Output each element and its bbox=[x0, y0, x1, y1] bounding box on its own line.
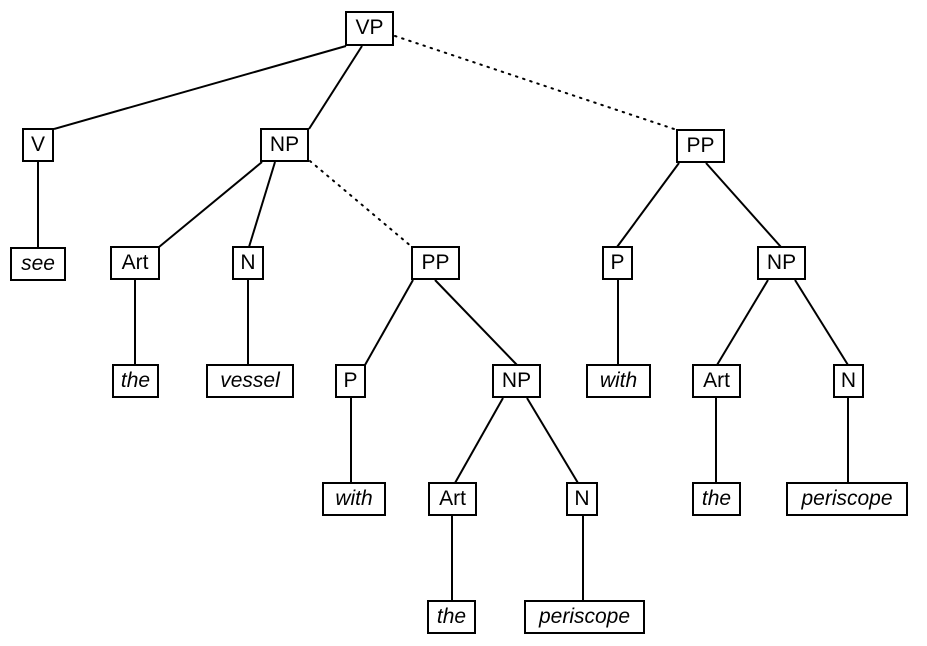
tree-edge-np_right-to-art_right bbox=[716, 279, 769, 366]
node-label: vessel bbox=[220, 368, 280, 392]
leaf-node-see: see bbox=[10, 247, 66, 281]
tree-edge-pp_right-to-np_right bbox=[705, 162, 782, 248]
category-node-art_mid: Art bbox=[428, 482, 477, 516]
tree-edge-np_mid-to-art_mid bbox=[454, 397, 504, 484]
node-label: VP bbox=[355, 16, 384, 39]
category-node-pp_right: PP bbox=[676, 129, 725, 163]
node-label: the bbox=[120, 368, 151, 392]
tree-edge-np1-to-pp_mid bbox=[309, 160, 413, 248]
node-label: Art bbox=[703, 368, 730, 392]
node-label: PP bbox=[421, 250, 450, 274]
tree-edge-np1-to-n1 bbox=[248, 161, 276, 248]
node-label: with bbox=[335, 486, 373, 510]
node-label: N bbox=[240, 250, 256, 274]
tree-edge-np1-to-art1 bbox=[158, 161, 263, 248]
category-node-p_mid: P bbox=[335, 364, 366, 398]
category-node-v: V bbox=[22, 128, 54, 162]
category-node-np1: NP bbox=[260, 128, 309, 162]
leaf-node-per_mid: periscope bbox=[524, 600, 645, 634]
node-label: see bbox=[21, 251, 55, 275]
category-node-vp: VP bbox=[345, 11, 394, 46]
node-label: with bbox=[599, 368, 638, 392]
category-node-np_mid: NP bbox=[492, 364, 541, 398]
leaf-node-with_mid: with bbox=[322, 482, 386, 516]
category-node-n_mid: N bbox=[566, 482, 598, 516]
tree-edge-pp_mid-to-np_mid bbox=[434, 279, 518, 366]
node-label: V bbox=[30, 132, 45, 156]
tree-edge-pp_right-to-p_right bbox=[616, 162, 680, 248]
node-label: P bbox=[610, 250, 625, 274]
node-label: NP bbox=[269, 132, 300, 156]
leaf-node-the_mid: the bbox=[427, 600, 476, 634]
leaf-node-with_right: with bbox=[586, 364, 651, 398]
category-node-n_right: N bbox=[833, 364, 864, 398]
node-label: N bbox=[840, 368, 857, 392]
leaf-node-vessel: vessel bbox=[206, 364, 294, 398]
category-node-np_right: NP bbox=[757, 246, 806, 280]
tree-edge-vp-to-v bbox=[53, 45, 347, 130]
tree-edge-np_mid-to-n_mid bbox=[526, 397, 579, 484]
leaf-node-the1: the bbox=[112, 364, 159, 398]
node-label: PP bbox=[686, 133, 715, 157]
category-node-art_right: Art bbox=[692, 364, 741, 398]
node-label: the bbox=[436, 604, 467, 628]
node-label: NP bbox=[766, 250, 797, 274]
tree-edge-vp-to-pp_right bbox=[394, 35, 678, 131]
leaf-node-per_right: periscope bbox=[786, 482, 908, 516]
leaf-node-the_right: the bbox=[692, 482, 741, 516]
node-label: periscope bbox=[801, 486, 893, 510]
node-label: the bbox=[701, 486, 732, 510]
tree-edge-vp-to-np1 bbox=[308, 45, 363, 130]
node-label: periscope bbox=[538, 604, 631, 628]
category-node-art1: Art bbox=[110, 246, 160, 280]
tree-edge-np_right-to-n_right bbox=[794, 279, 849, 366]
node-label: N bbox=[574, 486, 590, 510]
category-node-n1: N bbox=[232, 246, 264, 280]
node-label: NP bbox=[501, 368, 532, 392]
node-label: Art bbox=[121, 250, 149, 274]
node-label: Art bbox=[439, 486, 466, 510]
category-node-pp_mid: PP bbox=[411, 246, 460, 280]
tree-edge-pp_mid-to-p_mid bbox=[364, 279, 414, 366]
category-node-p_right: P bbox=[602, 246, 633, 280]
node-label: P bbox=[343, 368, 358, 392]
